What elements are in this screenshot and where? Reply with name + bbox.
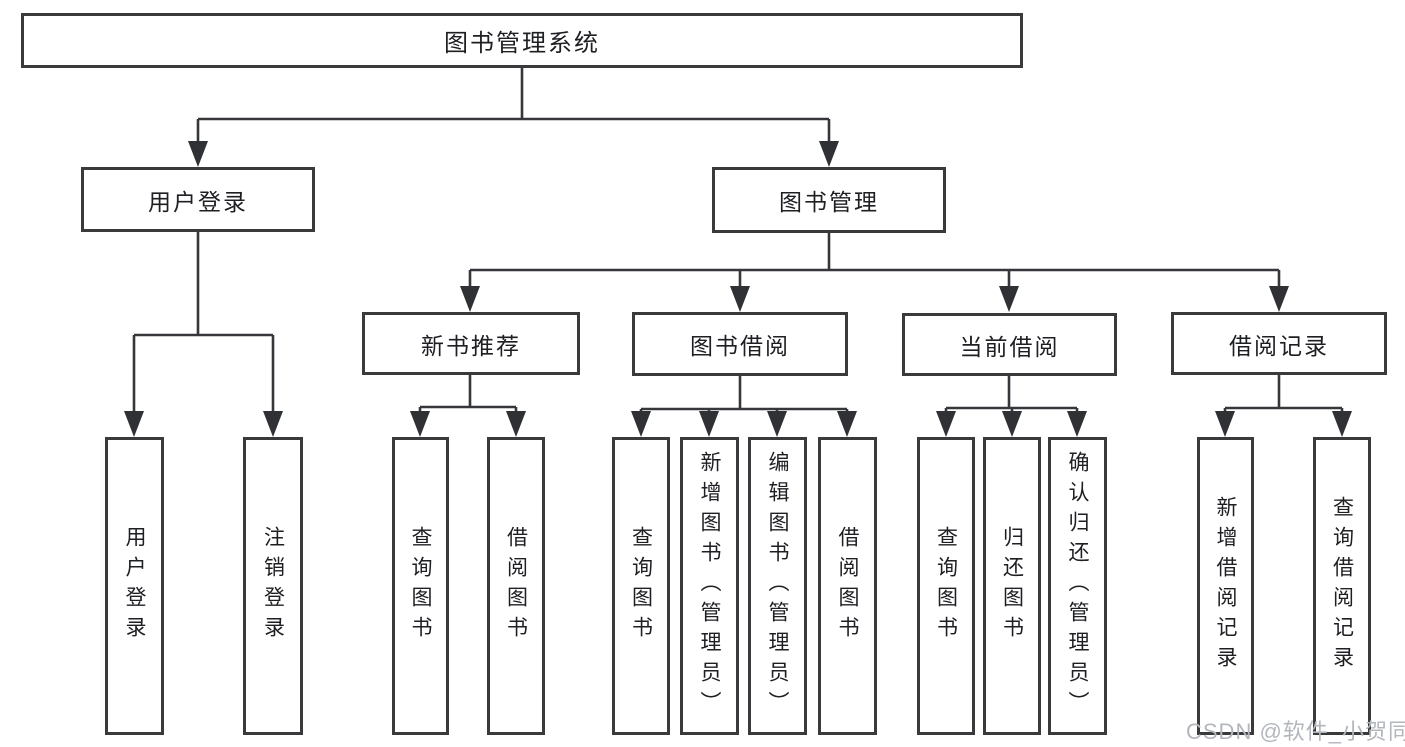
- node-label: 查询借阅记录: [1330, 496, 1354, 676]
- node-label: 查询图书: [629, 526, 653, 646]
- node-label: 新书推荐: [421, 332, 521, 359]
- node-label: 新增借阅记录: [1214, 496, 1237, 676]
- arrowheads: [124, 141, 1352, 437]
- arrow-br-add-icon: [1215, 411, 1235, 437]
- node-label: 借阅图书: [504, 526, 528, 646]
- node-book-borrowing: 图书借阅: [632, 312, 848, 376]
- node-label: 借阅记录: [1229, 332, 1329, 359]
- leaf-add-borrow-record: 新增借阅记录: [1197, 437, 1254, 735]
- arrow-bb-borrow-icon: [837, 411, 857, 437]
- arrow-bb-query-icon: [631, 411, 651, 437]
- leaf-query-books-borrowing: 查询图书: [612, 437, 670, 735]
- leaf-query-books-newrec: 查询图书: [392, 437, 449, 735]
- node-label: 借阅图书: [836, 526, 859, 646]
- leaf-logout: 注销登录: [243, 437, 303, 735]
- leaf-return-books: 归还图书: [983, 437, 1041, 735]
- node-label: 图书管理: [779, 189, 879, 215]
- node-library-management-system: 图书管理系统: [21, 13, 1023, 68]
- arrow-cb-return-icon: [1002, 411, 1022, 437]
- arrow-user-login-icon: [188, 141, 208, 167]
- node-label: 用户登录: [148, 188, 248, 215]
- leaf-edit-books-admin: 编辑图书（管理员）: [748, 437, 807, 735]
- arrow-br-query-icon: [1332, 411, 1352, 437]
- node-label: 编辑图书（管理员）: [766, 451, 789, 721]
- node-label: 注销登录: [261, 526, 285, 646]
- node-label: 查询图书: [934, 526, 958, 646]
- arrow-nb-query-icon: [410, 411, 430, 437]
- arrow-book-mgmt-icon: [819, 141, 839, 167]
- node-label: 确认归还（管理员）: [1066, 451, 1089, 721]
- arrow-leaf-user-login-icon: [124, 411, 144, 437]
- node-label: 用户登录: [123, 526, 146, 646]
- watermark: CSDN @软件_小贺同学: [1186, 719, 1405, 744]
- arrow-nb-borrow-icon: [506, 411, 526, 437]
- leaf-user-login: 用户登录: [105, 437, 164, 735]
- node-label: 当前借阅: [959, 333, 1060, 360]
- arrow-bb-edit-icon: [767, 411, 787, 437]
- node-label: 图书管理系统: [444, 30, 600, 57]
- leaf-borrow-books-newrec: 借阅图书: [487, 437, 545, 735]
- arrow-cb-confirm-icon: [1067, 411, 1087, 437]
- leaf-query-books-current: 查询图书: [917, 437, 975, 735]
- arrow-borrow-records-icon: [1269, 286, 1289, 312]
- node-new-book-recommendation: 新书推荐: [362, 312, 580, 375]
- node-current-borrowing: 当前借阅: [902, 313, 1117, 376]
- node-user-login: 用户登录: [81, 167, 315, 232]
- node-label: 新增图书（管理员）: [698, 451, 721, 721]
- leaf-confirm-return-admin: 确认归还（管理员）: [1048, 437, 1107, 735]
- node-label: 查询图书: [409, 526, 432, 646]
- node-book-management: 图书管理: [712, 167, 946, 233]
- arrow-cb-query-icon: [936, 411, 956, 437]
- node-label: 归还图书: [1000, 526, 1024, 646]
- leaf-query-borrow-record: 查询借阅记录: [1313, 437, 1371, 735]
- arrow-bb-add-icon: [699, 411, 719, 437]
- node-borrowing-records: 借阅记录: [1171, 312, 1387, 375]
- leaf-add-books-admin: 新增图书（管理员）: [680, 437, 739, 735]
- arrow-new-book-rec-icon: [460, 286, 480, 312]
- arrow-current-borrow-icon: [999, 286, 1019, 312]
- arrow-leaf-logout-icon: [263, 411, 283, 437]
- arrow-book-borrow-icon: [730, 286, 750, 312]
- node-label: 图书借阅: [690, 333, 790, 359]
- leaf-borrow-books: 借阅图书: [818, 437, 877, 735]
